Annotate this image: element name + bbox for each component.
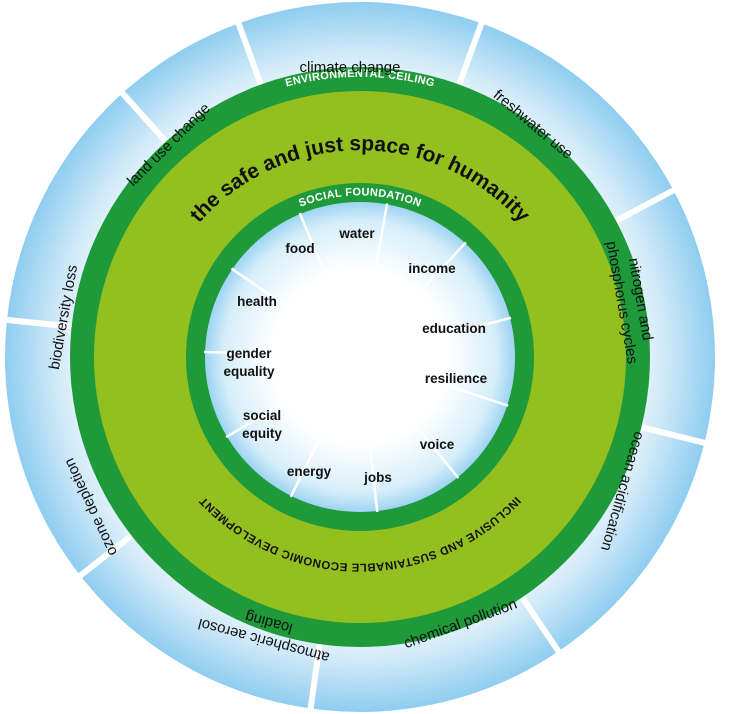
inner-separator-3 <box>359 355 509 407</box>
inner-separator-7 <box>225 355 361 439</box>
outer-separator-6 <box>74 531 135 582</box>
inner-label-social-line1: social <box>243 408 281 423</box>
inner-separator-10 <box>298 212 362 358</box>
outer-separator-3 <box>638 423 711 448</box>
inner-label-social-line2: equity <box>242 426 282 441</box>
inner-label-resilience: resilience <box>425 371 488 386</box>
inner-segment-labels: water income education resilience voice … <box>223 226 487 485</box>
inner-separator-1 <box>359 241 467 358</box>
inner-separator-0 <box>358 203 389 358</box>
inner-separator-9 <box>230 267 361 359</box>
inner-label-energy: energy <box>287 464 332 479</box>
inner-label-jobs: jobs <box>363 470 392 485</box>
outer-separator-0 <box>234 17 265 88</box>
outer-separator-5 <box>306 641 323 714</box>
outer-separator-2 <box>612 185 680 225</box>
outer-separator-4 <box>518 594 564 658</box>
inner-label-voice: voice <box>420 437 455 452</box>
outer-separator-8 <box>116 87 170 145</box>
inner-label-water: water <box>338 226 375 241</box>
inner-label-gender-line1: gender <box>226 346 272 361</box>
inner-core-separators <box>204 203 512 513</box>
inner-label-health: health <box>237 294 277 309</box>
inner-separator-5 <box>358 356 379 513</box>
inner-separator-4 <box>359 356 460 479</box>
outer-separator-1 <box>455 17 486 88</box>
inner-separator-8 <box>204 350 361 359</box>
outer-separator-7 <box>1 316 74 330</box>
inner-label-income: income <box>408 261 456 276</box>
inner-label-education: education <box>422 321 486 336</box>
inner-label-gender-line2: equality <box>223 364 275 379</box>
inner-separator-2 <box>359 316 512 359</box>
inner-separator-6 <box>289 356 362 498</box>
outer-label-climate-change: climate change <box>300 59 401 76</box>
inner-label-food: food <box>285 241 314 256</box>
outer-ring-separators <box>1 17 711 714</box>
